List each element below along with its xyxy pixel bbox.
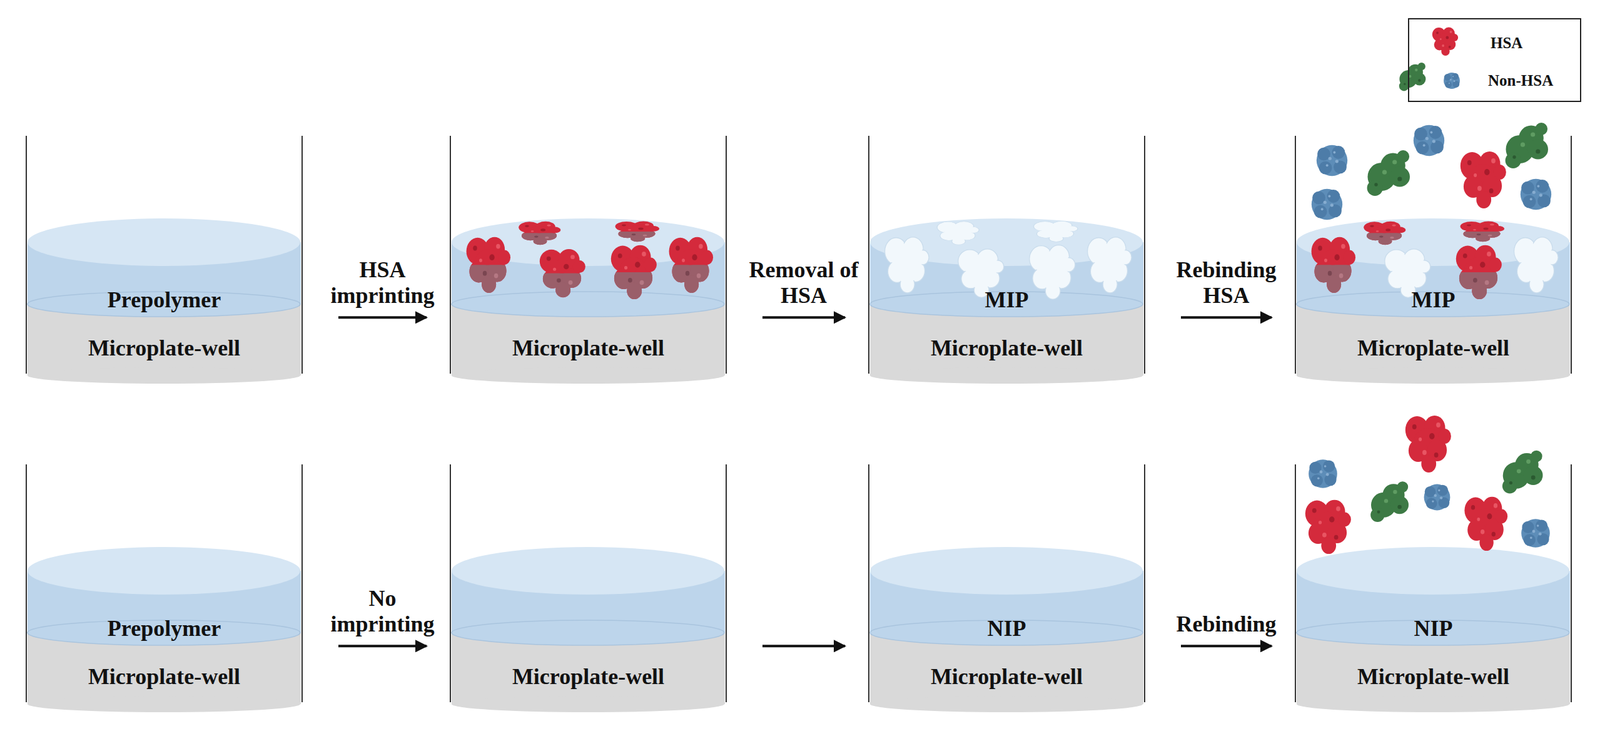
step-label: Rebinding HSA [1164, 257, 1290, 309]
well-label: Microplate-well [868, 334, 1146, 361]
microplate-well: MIP Microplate-well [1294, 135, 1572, 383]
microplate-well: Microplate-well [449, 464, 727, 712]
microplate-well: PrepolymerMicroplate-well [25, 464, 303, 712]
microplate-well: Microplate-well [449, 135, 727, 383]
well-label: Microplate-well [25, 663, 303, 690]
well-label: Microplate-well [449, 663, 727, 690]
well-label: Microplate-well [449, 334, 727, 361]
layer-label: NIP [1294, 614, 1572, 642]
legend-text: Non-HSA [1488, 71, 1554, 90]
microplate-well: MIP Microplate-well [868, 135, 1146, 383]
process-arrow [338, 644, 427, 647]
process-arrow [1180, 644, 1272, 647]
well-label: Microplate-well [25, 334, 303, 361]
microplate-well: NIP Microplate-well [868, 464, 1146, 712]
microplate-well: PrepolymerMicroplate-well [25, 135, 303, 383]
step-label: Rebinding [1164, 611, 1290, 637]
step-label: HSA imprinting [320, 257, 446, 309]
process-arrow [762, 644, 846, 647]
layer-label: MIP [868, 286, 1146, 313]
process-arrow [338, 315, 427, 319]
layer-label: Prepolymer [25, 286, 303, 313]
step-label: No imprinting [320, 585, 446, 638]
microplate-well: NIP Microplate-well [1294, 464, 1572, 712]
well-label: Microplate-well [1294, 663, 1572, 690]
step-label: Removal of HSA [741, 257, 867, 309]
legend-text: HSA [1490, 34, 1523, 52]
layer-label: Prepolymer [25, 614, 303, 642]
well-label: Microplate-well [868, 663, 1146, 690]
layer-label: MIP [1294, 286, 1572, 313]
process-arrow [1180, 315, 1272, 319]
legend-box: HSA Non-HSA [1407, 18, 1582, 102]
layer-label: NIP [868, 614, 1146, 642]
well-label: Microplate-well [1294, 334, 1572, 361]
process-arrow [762, 315, 846, 319]
